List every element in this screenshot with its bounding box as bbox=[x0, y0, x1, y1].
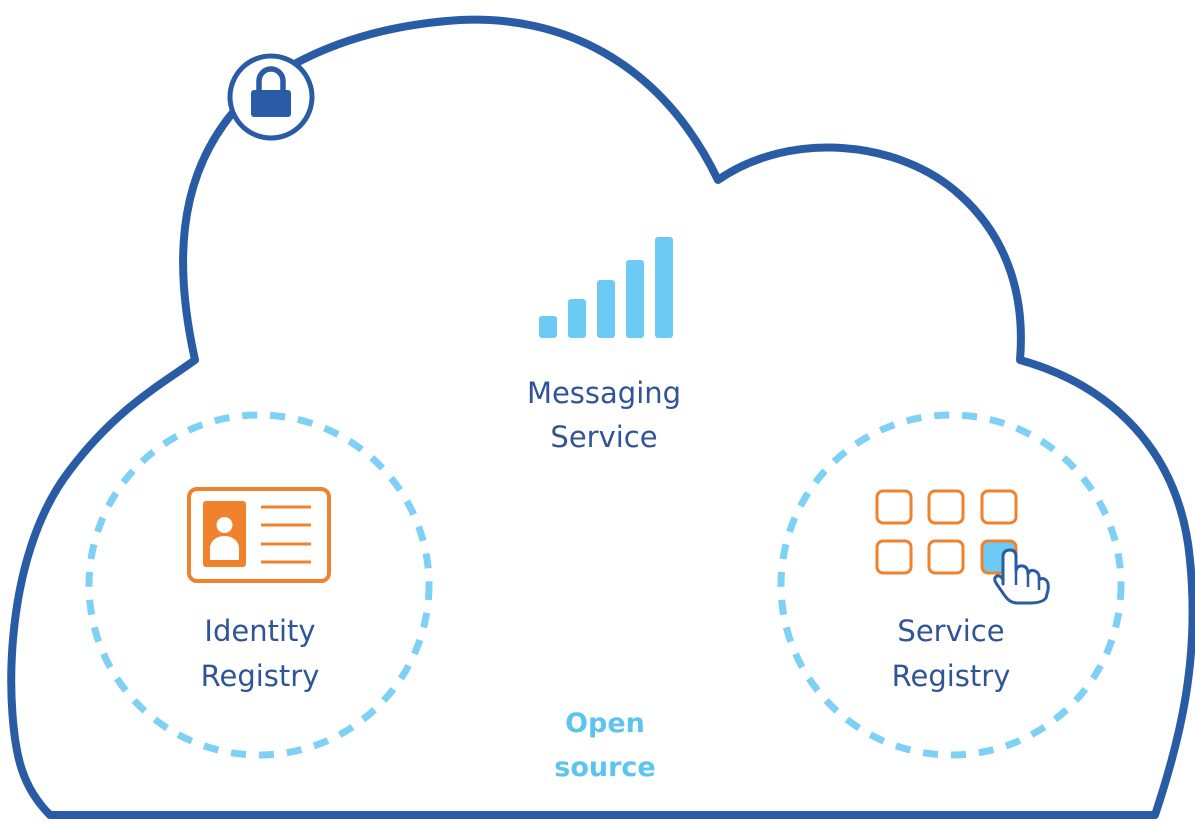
identity-registry-label-line1: Identity bbox=[204, 614, 315, 648]
lock-icon bbox=[251, 66, 291, 117]
signal-bars-icon bbox=[539, 237, 673, 338]
messaging-service-label-line2: Service bbox=[550, 420, 657, 454]
identity-registry-label-line2: Registry bbox=[201, 659, 320, 693]
cloud-outline bbox=[7, 15, 1195, 819]
pointing-hand-icon bbox=[993, 548, 1050, 605]
service-registry-label-line1: Service bbox=[897, 614, 1004, 648]
service-registry-label-line2: Registry bbox=[892, 659, 1011, 693]
identity-registry-boundary bbox=[85, 411, 433, 759]
open-source-label-line2: source bbox=[554, 752, 655, 783]
service-registry-boundary bbox=[777, 411, 1125, 759]
open-source-label-line1: Open bbox=[565, 708, 645, 739]
messaging-service-label-line1: Messaging bbox=[527, 376, 681, 410]
lock-badge bbox=[227, 53, 315, 141]
id-card-icon bbox=[187, 487, 331, 583]
